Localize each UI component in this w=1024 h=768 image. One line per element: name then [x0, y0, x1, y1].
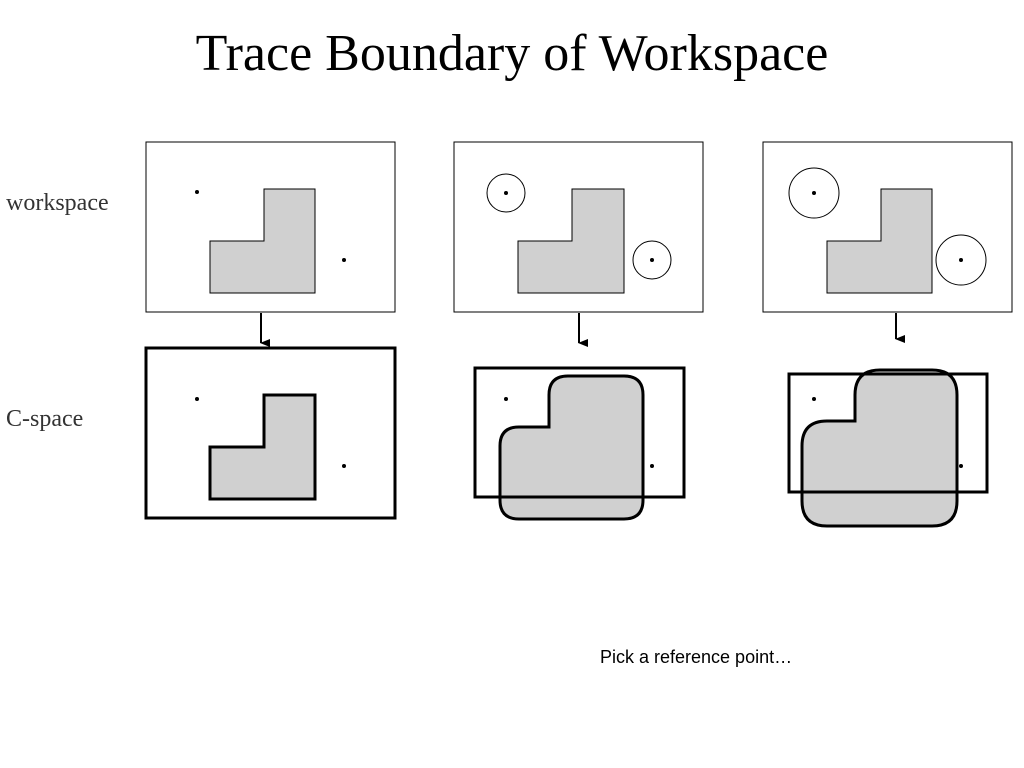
cspace-robot-point-3: [812, 397, 816, 401]
goal-point-3: [959, 258, 963, 262]
cspace-frame-1: [144, 346, 397, 520]
robot-point-1: [195, 190, 199, 194]
cspace-robot-point-1: [195, 397, 199, 401]
robot-point-2: [504, 191, 508, 195]
workspace-row-label: workspace: [6, 190, 109, 216]
cspace-frame-3: [787, 372, 989, 494]
workspace-obstacle-3: [826, 188, 933, 294]
goal-disc-3: [935, 234, 987, 286]
goal-point-2: [650, 258, 654, 262]
cspace-goal-point-2: [650, 464, 654, 468]
cspace-row-label: C-space: [6, 406, 84, 432]
cspace-goal-point-3: [959, 464, 963, 468]
goal-disc-2: [632, 240, 672, 280]
column-1: [144, 141, 397, 520]
workspace-obstacle-2: [517, 188, 625, 294]
workspace-obstacle-1: [209, 188, 316, 294]
column-2: [453, 141, 704, 521]
goal-point-1: [342, 258, 346, 262]
robot-disc-2: [486, 173, 526, 213]
robot-disc-3: [788, 167, 840, 219]
cspace-obstacle-3: [800, 368, 959, 528]
robot-point-3: [812, 191, 816, 195]
column-3: [762, 141, 1013, 528]
cspace-frame-2: [473, 366, 686, 499]
cspace-obstacle-2: [498, 374, 645, 521]
cspace-goal-point-1: [342, 464, 346, 468]
slide-title: Trace Boundary of Workspace: [195, 25, 829, 82]
cspace-obstacle-1: [208, 393, 317, 501]
cspace-robot-point-2: [504, 397, 508, 401]
reference-point-caption: Pick a reference point…: [600, 647, 793, 667]
